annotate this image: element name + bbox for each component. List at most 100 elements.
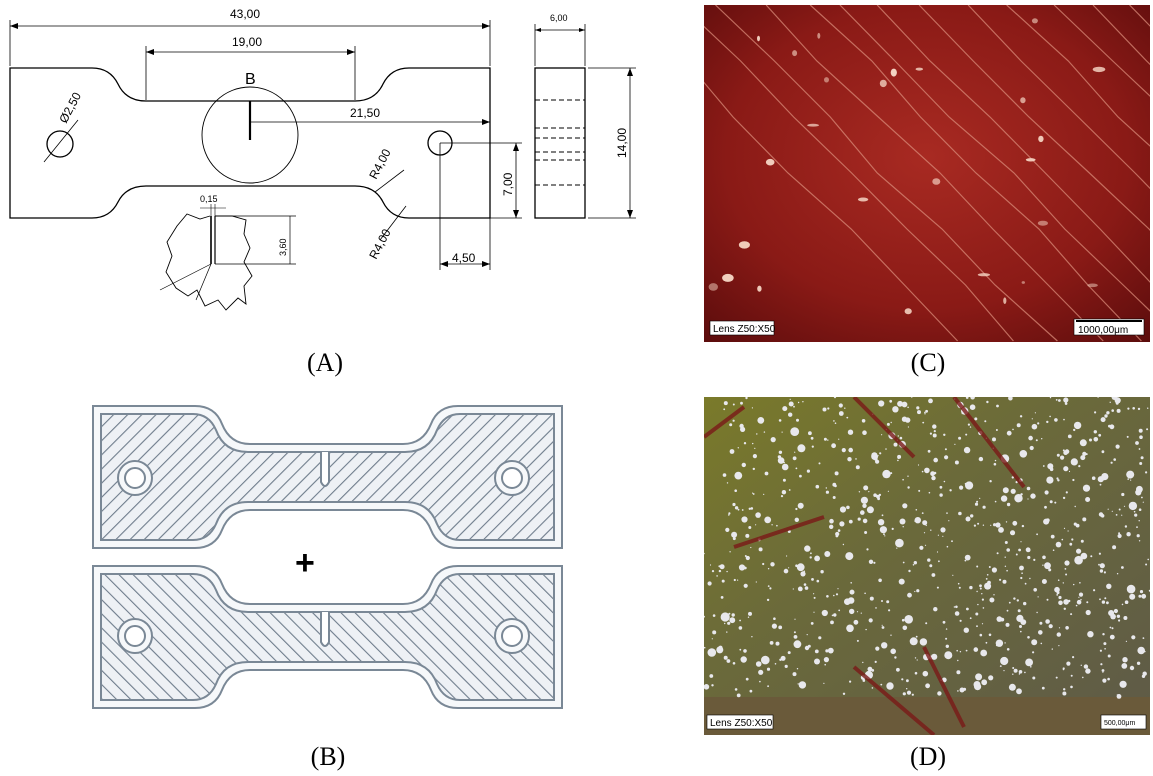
particle <box>1112 545 1117 550</box>
particle <box>826 595 829 598</box>
particle <box>1061 538 1064 541</box>
particle <box>863 485 869 491</box>
particle <box>981 679 988 686</box>
particle <box>824 663 826 666</box>
particle <box>846 624 854 633</box>
particle <box>986 400 989 404</box>
particle <box>712 614 716 617</box>
particle <box>1089 438 1092 442</box>
void <box>824 77 829 83</box>
particle <box>962 687 967 691</box>
particle <box>1058 627 1061 629</box>
particle <box>976 625 978 628</box>
particle <box>967 423 970 426</box>
particle <box>932 424 937 429</box>
particle <box>916 406 920 410</box>
particle <box>874 660 877 663</box>
fiber-boundary <box>876 5 1150 283</box>
particle <box>1068 470 1071 473</box>
particle <box>907 486 910 489</box>
particle <box>1093 437 1099 442</box>
particle <box>904 615 913 624</box>
particle <box>902 692 906 696</box>
particle <box>1008 397 1013 401</box>
particle <box>778 419 782 422</box>
particle <box>1137 407 1141 411</box>
particle <box>1016 423 1021 428</box>
particle <box>973 647 979 652</box>
void <box>1031 18 1038 24</box>
particle <box>1091 476 1096 480</box>
particle <box>1020 541 1022 543</box>
particle <box>1090 555 1093 558</box>
particle <box>1038 630 1043 635</box>
particle <box>1121 514 1123 516</box>
particle <box>954 460 959 465</box>
particle <box>810 552 812 555</box>
dim-half-width: 7,00 <box>501 172 515 196</box>
particle <box>1071 538 1074 541</box>
particle <box>733 578 736 582</box>
particle <box>927 685 929 687</box>
particle <box>1139 649 1142 652</box>
side-view <box>534 67 586 219</box>
particle <box>847 429 854 435</box>
particle <box>1147 407 1149 409</box>
particle <box>716 646 724 654</box>
particle <box>801 449 804 452</box>
particle <box>945 628 948 630</box>
fiber-boundary <box>704 81 959 342</box>
particle <box>1139 435 1143 439</box>
particle <box>1068 599 1071 603</box>
particle <box>1031 423 1038 430</box>
particle <box>800 571 806 577</box>
particle <box>1028 435 1033 441</box>
particle <box>1100 663 1103 666</box>
particle <box>924 544 927 546</box>
particle <box>806 634 808 636</box>
particle <box>835 534 839 538</box>
particle <box>914 517 921 524</box>
particle <box>902 478 904 481</box>
particle <box>922 421 925 424</box>
particle <box>738 626 743 630</box>
void <box>904 308 912 315</box>
particle <box>727 621 731 625</box>
dim-gauge-length: 19,00 <box>232 35 262 49</box>
particle <box>798 681 807 689</box>
micrograph-c: Lens Z50:X50 1000,00μm <box>704 5 1150 342</box>
particle <box>1117 533 1122 539</box>
particle <box>732 403 735 406</box>
particle <box>1027 636 1030 639</box>
particle <box>958 511 962 516</box>
particle <box>1006 502 1011 507</box>
particle <box>959 619 962 622</box>
particle <box>832 496 836 499</box>
fiber-boundary <box>715 5 1058 342</box>
particle <box>716 575 718 577</box>
particle <box>1131 635 1136 640</box>
particle <box>1116 573 1119 575</box>
void <box>932 178 941 185</box>
particle <box>999 578 1002 581</box>
particle <box>1125 640 1127 642</box>
particle <box>909 637 918 646</box>
particle <box>1132 407 1135 410</box>
particle <box>917 464 920 466</box>
particle <box>1013 668 1018 673</box>
void <box>915 67 923 71</box>
particle <box>933 430 936 433</box>
particle <box>804 586 809 590</box>
particle <box>881 434 883 436</box>
particle <box>979 587 982 590</box>
particle <box>846 505 850 510</box>
particle <box>932 433 937 438</box>
particle <box>728 612 731 615</box>
particle <box>914 590 916 593</box>
particle <box>1042 465 1045 467</box>
particle <box>725 527 730 532</box>
particle <box>952 574 954 576</box>
particle <box>842 543 845 546</box>
particle <box>981 623 984 625</box>
particle <box>1041 579 1047 584</box>
